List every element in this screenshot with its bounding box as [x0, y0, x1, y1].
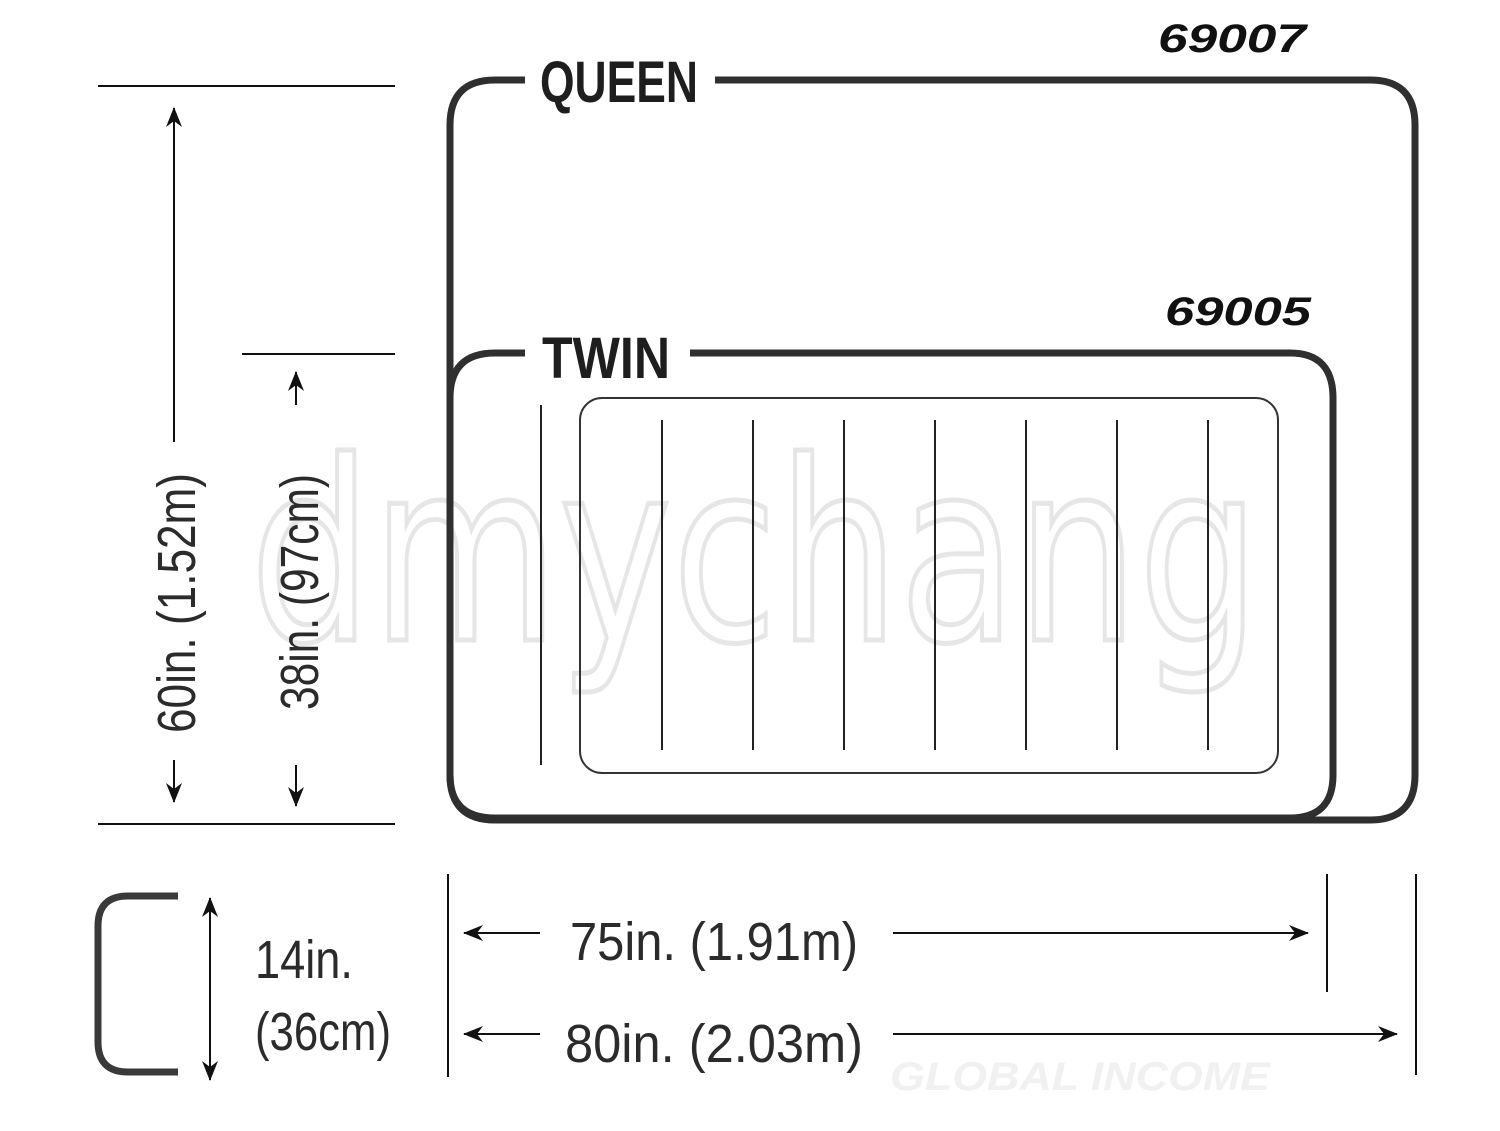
- height-profile-bracket: [94, 892, 178, 1076]
- queen-width-label: 60in. (1.52m): [147, 473, 207, 733]
- watermark-subtext: GLOBAL INCOME: [890, 1055, 1271, 1099]
- twin-size-label: TWIN: [542, 326, 670, 391]
- watermark: dmychang GLOBAL INCOME: [248, 406, 1272, 1100]
- chamber-lines: [540, 405, 1209, 765]
- height-label-cm: (36cm): [255, 1002, 391, 1062]
- twin-outline: [446, 349, 1337, 822]
- twin-model-number: 69005: [1165, 290, 1312, 334]
- queen-length-label: 80in. (2.03m): [565, 1014, 863, 1074]
- watermark-text: dmychang: [250, 408, 1260, 699]
- twin-width-label: 38in. (97cm): [270, 474, 330, 710]
- twin-length-label: 75in. (1.91m): [570, 912, 858, 972]
- queen-model-number: 69007: [1158, 17, 1308, 61]
- height-label-inches: 14in.: [255, 930, 353, 990]
- pillow-top-outline: [579, 397, 1279, 774]
- queen-size-label: QUEEN: [540, 50, 698, 115]
